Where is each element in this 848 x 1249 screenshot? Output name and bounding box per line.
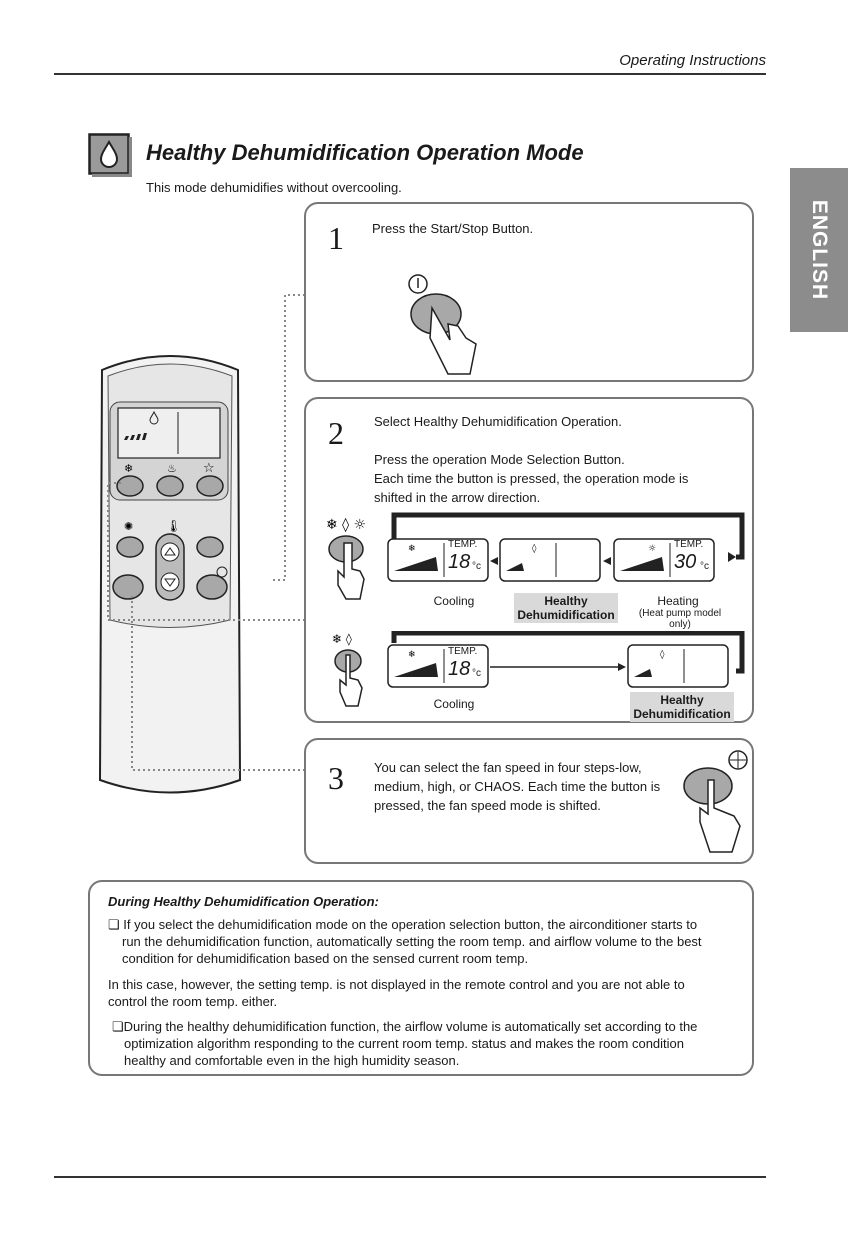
svg-text:◊: ◊ bbox=[660, 649, 665, 660]
notes-paragraph-2: In this case, however, the setting temp.… bbox=[108, 976, 738, 1010]
step3-panel: 3 You can select the fan speed in four s… bbox=[304, 738, 754, 864]
notes-p1-line2: run the dehumidification function, autom… bbox=[122, 934, 702, 949]
svg-text:❄: ❄ bbox=[408, 544, 416, 554]
step1-number: 1 bbox=[328, 220, 344, 256]
hand-pointer-icon bbox=[408, 274, 477, 375]
step2-line4: shifted in the arrow direction. bbox=[374, 490, 541, 505]
svg-text:♨: ♨ bbox=[167, 462, 177, 475]
svg-text:❄: ❄ bbox=[124, 462, 133, 475]
svg-text:❄ ◊ ☼: ❄ ◊ ☼ bbox=[326, 517, 366, 533]
step2-line2: Press the operation Mode Selection Butto… bbox=[374, 452, 625, 467]
notes-p3-line2: optimization algorithm responding to the… bbox=[124, 1036, 685, 1051]
svg-text:❄ ◊: ❄ ◊ bbox=[332, 632, 352, 646]
water-drop-icon bbox=[88, 133, 132, 177]
cooling2-temp-label: TEMP. bbox=[448, 646, 478, 657]
svg-text:✺: ✺ bbox=[124, 520, 133, 533]
step1-text: Press the Start/Stop Button. bbox=[372, 221, 534, 236]
fan-button-hand-icon bbox=[683, 750, 748, 853]
step2-panel: 2 Select Healthy Dehumidification Operat… bbox=[304, 397, 754, 723]
notes-panel: During Healthy Dehumidification Operatio… bbox=[88, 880, 754, 1076]
step3-line2: medium, high, or CHAOS. Each time the bu… bbox=[374, 779, 661, 794]
svg-text:☼: ☼ bbox=[648, 544, 656, 554]
step2-line3: Each time the button is pressed, the ope… bbox=[374, 471, 689, 486]
remote-control: ❄ ♨ ☆ ✺ 🌡 bbox=[98, 355, 242, 794]
heating-temp-unit: °c bbox=[700, 561, 709, 572]
header-rule bbox=[54, 73, 766, 75]
notes-p3-line1: ❏During the healthy dehumidification fun… bbox=[112, 1019, 698, 1034]
notes-paragraph-1: ❏ If you select the dehumidification mod… bbox=[108, 916, 738, 967]
step1-panel: 1 Press the Start/Stop Button. bbox=[304, 202, 754, 382]
language-tab: ENGLISH bbox=[790, 168, 848, 332]
language-tab-label: ENGLISH bbox=[808, 199, 831, 301]
notes-p1-line3: condition for dehumidification based on … bbox=[122, 951, 529, 966]
section-title: Healthy Dehumidification Operation Mode bbox=[146, 140, 584, 165]
footer-rule bbox=[54, 1176, 766, 1178]
healthy-caption-1: Healthy Dehumidification bbox=[514, 593, 618, 623]
svg-text:🌡: 🌡 bbox=[166, 519, 181, 533]
cooling2-caption: Cooling bbox=[433, 697, 475, 711]
svg-text:❄: ❄ bbox=[408, 650, 416, 660]
cooling2-temp-value: 18 bbox=[448, 658, 471, 680]
mode-cycle-diagram: ❄ ◊ ☼ ❄ ◊ ☼ bbox=[326, 512, 745, 600]
step3-line1: You can select the fan speed in four ste… bbox=[374, 760, 642, 775]
heating-note: (Heat pump model only) bbox=[638, 608, 722, 630]
cooling-caption: Cooling bbox=[433, 594, 475, 608]
cooling2-temp-unit: °c bbox=[472, 668, 481, 679]
notes-p3-line3: healthy and comfortable even in the high… bbox=[124, 1053, 460, 1068]
healthy-caption-line2: Dehumidification bbox=[517, 608, 615, 622]
healthy-caption-line1: Healthy bbox=[544, 594, 588, 608]
connector-lines bbox=[107, 294, 305, 771]
heating-temp-label: TEMP. bbox=[674, 539, 704, 550]
heating-temp-value: 30 bbox=[674, 551, 697, 573]
notes-p2-line1: In this case, however, the setting temp.… bbox=[108, 977, 685, 992]
healthy2-caption-line1: Healthy bbox=[660, 693, 704, 707]
svg-text:☆: ☆ bbox=[203, 461, 215, 476]
notes-heading: During Healthy Dehumidification Operatio… bbox=[108, 894, 379, 909]
notes-p2-line2: control the room temp. either. bbox=[108, 994, 278, 1009]
healthy2-caption-line2: Dehumidification bbox=[633, 707, 731, 721]
svg-text:◊: ◊ bbox=[532, 543, 537, 554]
step3-line3: pressed, the fan speed mode is shifted. bbox=[374, 798, 601, 813]
cooling-temp-label: TEMP. bbox=[448, 539, 478, 550]
header-title: Operating Instructions bbox=[619, 52, 766, 69]
section-subtitle: This mode dehumidifies without overcooli… bbox=[146, 180, 402, 195]
step2-line1: Select Healthy Dehumidification Operatio… bbox=[374, 414, 622, 429]
notes-p1-line1: ❏ If you select the dehumidification mod… bbox=[108, 917, 698, 932]
heating-caption: Heating bbox=[657, 594, 699, 608]
healthy-caption-2: Healthy Dehumidification bbox=[630, 692, 734, 722]
cooling-temp-value: 18 bbox=[448, 551, 471, 573]
mode-cycle-diagram-2: ❄ ◊ ❄ ◊ bbox=[332, 631, 745, 707]
notes-paragraph-3: ❏During the healthy dehumidification fun… bbox=[112, 1018, 742, 1069]
cooling-temp-unit: °c bbox=[472, 561, 481, 572]
step3-number: 3 bbox=[328, 760, 344, 796]
step2-number: 2 bbox=[328, 415, 344, 451]
